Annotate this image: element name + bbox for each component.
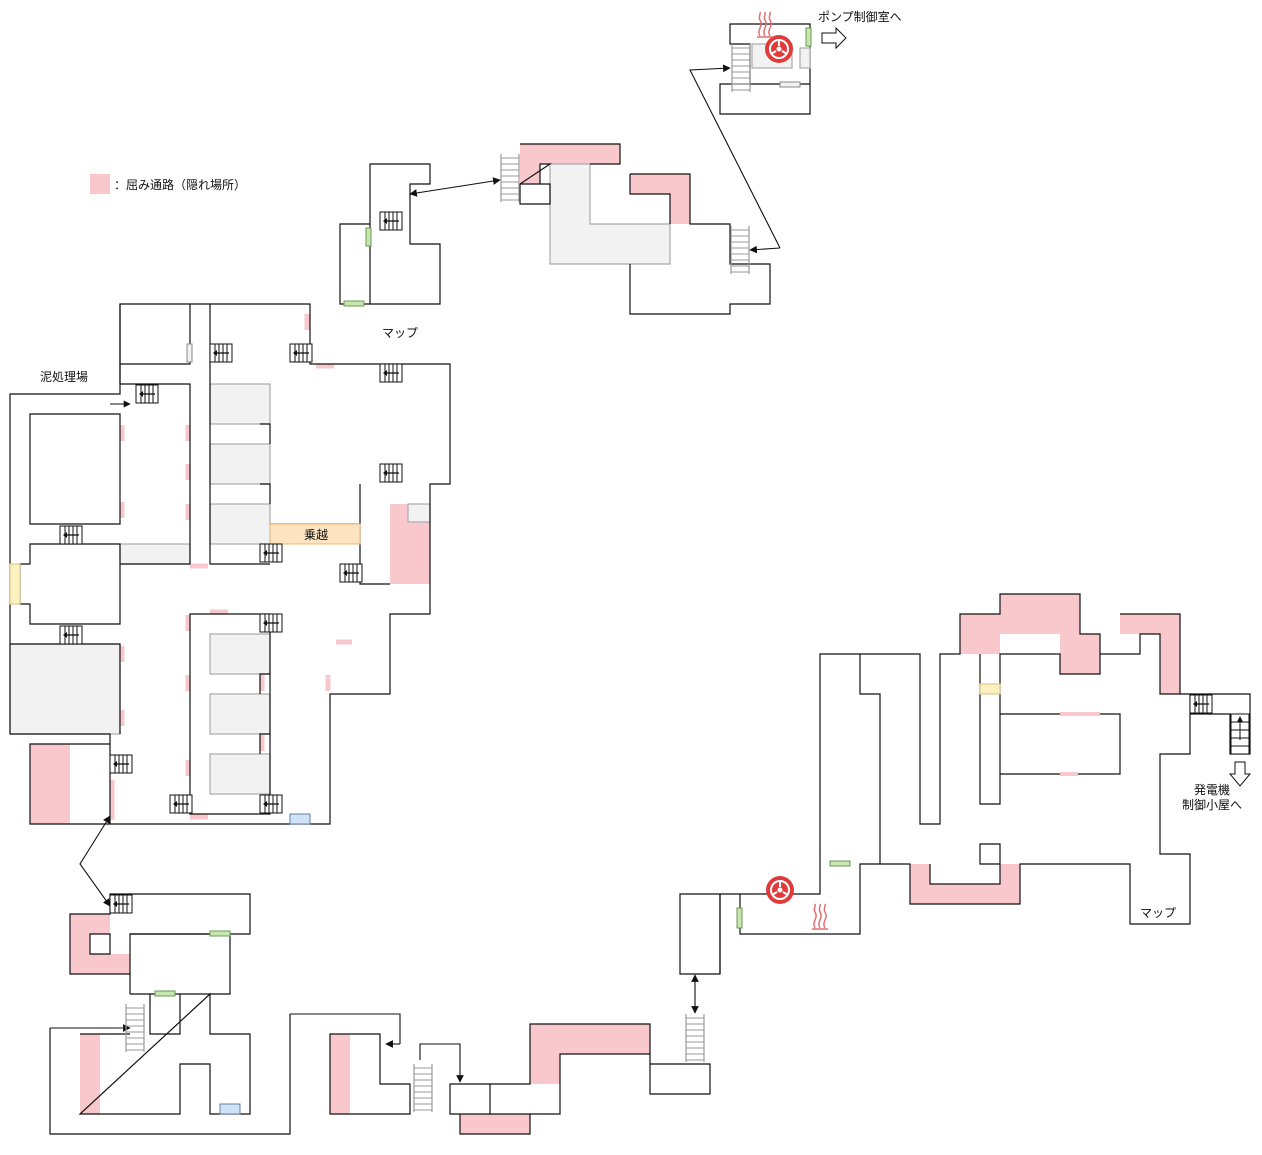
climb-over-label: 乗越: [304, 528, 328, 542]
south-center-rooms: [449, 893, 721, 1135]
route-connectors: [50, 64, 781, 1083]
stairs-icon[interactable]: [59, 625, 83, 645]
stairs-icon[interactable]: [289, 343, 313, 363]
stairs-icon[interactable]: [109, 894, 133, 914]
green-door[interactable]: [343, 300, 365, 307]
machine-block: [209, 383, 271, 425]
main-complex: [9, 163, 451, 825]
crawl-markers: [109, 314, 352, 820]
crawlspace: [407, 503, 431, 523]
stairs-icon[interactable]: [1230, 713, 1250, 755]
yellow-door[interactable]: [9, 563, 21, 605]
to-generator-label-2: 制御小屋へ: [1182, 797, 1242, 812]
green-door[interactable]: [829, 860, 851, 867]
stairs-icon[interactable]: [209, 343, 233, 363]
legend-label: ：屈み通路（隠れ場所）: [114, 177, 246, 192]
stairs-icon[interactable]: [135, 384, 159, 404]
north-center-room: [518, 143, 771, 315]
crawl-markers-east: [1060, 712, 1100, 776]
valve-wheel-icon[interactable]: [765, 875, 795, 905]
green-door[interactable]: [154, 990, 176, 997]
gray-door[interactable]: [779, 81, 801, 88]
to-pump-room-label: ポンプ制御室へ: [818, 9, 902, 24]
map-label-north: マップ: [382, 326, 418, 340]
stairs-icon[interactable]: [1189, 694, 1213, 714]
valve-wheel-icon[interactable]: [764, 34, 794, 64]
save-point[interactable]: [219, 1103, 241, 1115]
ladder-icon[interactable]: [730, 225, 750, 275]
crawlspace: [30, 744, 70, 824]
save-point[interactable]: [289, 813, 311, 825]
stairs-icon[interactable]: [259, 613, 283, 633]
green-door[interactable]: [736, 907, 743, 929]
stairs-icon[interactable]: [379, 363, 403, 383]
exit-arrow-icon[interactable]: [1228, 761, 1252, 787]
ladder-icon[interactable]: [731, 43, 751, 93]
stairs-icon[interactable]: [379, 211, 403, 231]
legend: ：屈み通路（隠れ場所）: [90, 174, 246, 194]
machine-block: [9, 643, 121, 735]
machine-block: [209, 633, 271, 675]
stairs-icon[interactable]: [259, 543, 283, 563]
to-generator-label-1: 発電機: [1194, 782, 1230, 797]
ladder-icon[interactable]: [500, 153, 520, 203]
machine-block: [209, 443, 271, 485]
stairs-icon[interactable]: [339, 563, 363, 583]
gray-door[interactable]: [186, 343, 193, 363]
machine-block: [209, 503, 271, 545]
stairs-icon[interactable]: [59, 525, 83, 545]
stairs-icon[interactable]: [259, 794, 283, 814]
yellow-door[interactable]: [979, 683, 1001, 695]
ladder-icon[interactable]: [685, 1013, 705, 1063]
green-door[interactable]: [209, 930, 231, 937]
legend-swatch: [90, 174, 110, 194]
climb-over-zone: 乗越: [269, 523, 361, 545]
corridor-block: [119, 543, 191, 565]
machine-block: [209, 693, 271, 735]
green-door[interactable]: [365, 227, 372, 247]
map-label-east: マップ: [1140, 906, 1176, 920]
stairs-icon[interactable]: [169, 794, 193, 814]
east-complex: [719, 593, 1251, 974]
ladder-icon[interactable]: [413, 1063, 433, 1113]
stairs-icon[interactable]: [109, 754, 133, 774]
steam-vent-icon: [811, 903, 829, 930]
south-west-rooms: [49, 893, 411, 1135]
machine-block: [209, 753, 271, 795]
exit-arrow-icon[interactable]: [821, 26, 847, 50]
green-door[interactable]: [805, 27, 812, 47]
mud-plant-label: 泥処理場: [40, 370, 88, 384]
stairs-icon[interactable]: [379, 463, 403, 483]
